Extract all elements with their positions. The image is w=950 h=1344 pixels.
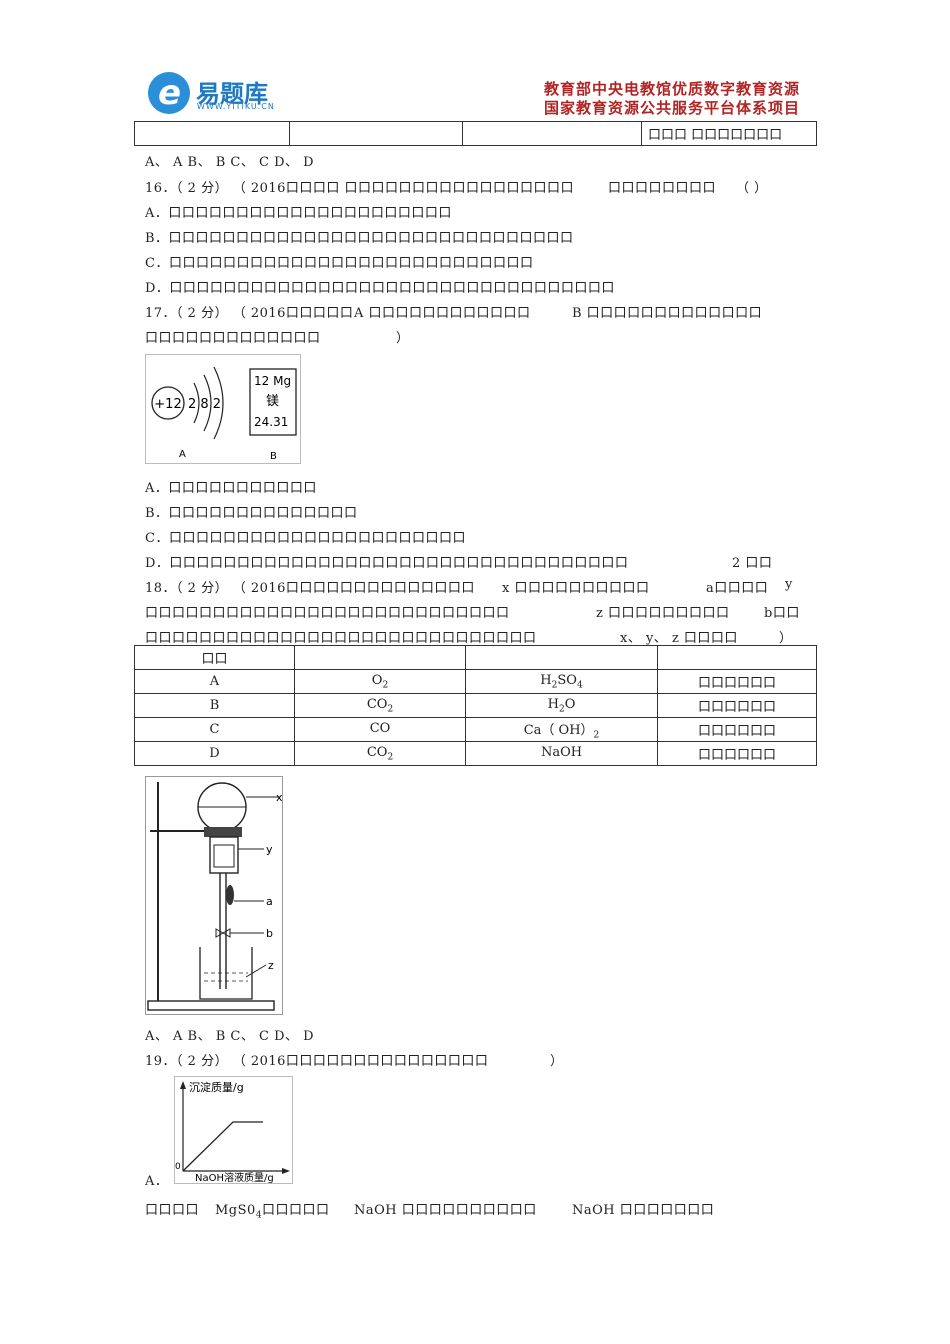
row-y: H2O	[465, 693, 658, 718]
atom-structure-diagram: +12 2 8 2 A 12 Mg 镁 24.31 B	[151, 366, 297, 462]
apparatus-diagram: x y a b z	[147, 782, 283, 1011]
graph-x-label: NaOH溶液质量/g	[195, 1171, 274, 1183]
row-x: CO2	[294, 693, 466, 718]
figure-b-label: B	[270, 451, 277, 462]
q17-stem: 17．（ 2 分） （ 2016口口口口口	[145, 306, 354, 321]
label-a: a	[266, 895, 273, 908]
table-row: B CO2 H2O 口口口口口口	[134, 693, 817, 718]
element-name: 镁	[266, 394, 279, 409]
logo-name: 易题库	[196, 80, 268, 108]
row-x: CO2	[294, 741, 466, 766]
q18-stem-line1: 18．（ 2 分） （ 2016口口口口口口口口口口口口口口	[145, 581, 475, 596]
row-z: 口口口口口口	[657, 693, 817, 718]
table-row: D CO2 NaOH 口口口口口口	[134, 741, 817, 766]
q17-stem-b: B 口口口口口口口口口口口口口	[572, 306, 763, 321]
q17-figure: +12 2 8 2 A 12 Mg 镁 24.31 B	[145, 354, 301, 464]
q18-options-table: 口口 A O2 H2SO4 口口口口口口 B CO2 H2O 口口口口口口 C …	[134, 645, 817, 766]
table-header-option: 口口	[134, 645, 295, 670]
q16-option-d: D．口口口口口口口口口口口口口口口口口口口口口口口口口口口口口口口口口	[145, 281, 615, 296]
q18-stem-line3-paren: ）	[779, 631, 793, 646]
q16-stem: 16．（ 2 分） （ 2016口口口口 口口口口口口口口口口口口口口口口口	[145, 181, 575, 196]
graph-y-label: 沉淀质量/g	[189, 1080, 244, 1094]
row-y: Ca（ OH）2	[465, 717, 658, 742]
q18-options: A、 A B、 B C、 C D、 D	[145, 1029, 315, 1044]
figure-a-label: A	[179, 449, 186, 460]
logo-e-glyph: e	[158, 73, 182, 113]
row-y: NaOH	[465, 741, 658, 766]
q18-score-tail: 2 口口	[732, 556, 773, 571]
element-mass: 24.31	[254, 415, 288, 429]
logo-url: WWW.YITIKU.CN	[197, 102, 275, 111]
electron-shells-label: 2 8 2	[188, 397, 221, 412]
row-option: C	[134, 717, 295, 742]
header-right-line1: 教育部中央电教馆优质数字教育资源	[543, 80, 800, 98]
q18-stem-line2-z: z 口口口口口口口口口	[596, 606, 730, 621]
label-z: z	[268, 959, 274, 972]
table-header-row: 口口	[134, 645, 817, 670]
q15-options: A、 A B、 B C、 C D、 D	[145, 155, 315, 170]
q17-option-c: C．口口口口口口口口口口口口口口口口口口口口口口	[145, 531, 466, 546]
q18-stem-line1-x: x 口口口口口口口口口口	[502, 581, 650, 596]
row-z: 口口口口口口	[657, 669, 817, 694]
q19-option-a-naoh-tail: NaOH 口口口口口口口	[572, 1203, 715, 1218]
label-b: b	[266, 927, 273, 940]
row-option: A	[134, 669, 295, 694]
q17-paren: ）	[396, 331, 410, 346]
row-option: D	[134, 741, 295, 766]
q17-stem-line2: 口口口口口口口口口口口口口	[145, 331, 321, 346]
top-table: 口口口 口口口口口口口	[134, 121, 817, 146]
nucleus-label: +12	[154, 397, 181, 412]
q18-stem-line3-xyz: x、 y、 z 口口口口	[620, 631, 738, 646]
q18-stem-line3: 口口口口口口口口口口口口口口口口口口口口口口口口口口口口口	[145, 631, 537, 646]
q17-stem-a: A 口口口口口口口口口口口口	[354, 306, 531, 321]
table-row: C CO Ca（ OH）2 口口口口口口	[134, 717, 817, 742]
q17-option-b: B．口口口口口口口口口口口口口口	[145, 506, 358, 521]
logo-icon	[148, 72, 190, 114]
header-right-line2: 国家教育资源公共服务平台体系项目	[543, 99, 800, 117]
q18-stem-line1-a: a口口口口	[706, 581, 769, 596]
q19-option-a-label: A．	[145, 1174, 169, 1189]
element-number-symbol: 12 Mg	[254, 374, 291, 388]
q16-option-c: C．口口口口口口口口口口口口口口口口口口口口口口口口口口口	[145, 256, 534, 271]
label-y: y	[266, 843, 273, 856]
row-option: B	[134, 693, 295, 718]
row-z: 口口口口口口	[657, 717, 817, 742]
label-x: x	[276, 791, 282, 804]
graph-origin: 0	[175, 1162, 181, 1172]
q17-option-a: A．口口口口口口口口口口口	[145, 481, 317, 496]
q16-paren: （ ）	[736, 181, 768, 196]
q19-option-a-formula: MgS04口口口口口	[215, 1203, 330, 1221]
q18-apparatus-figure: x y a b z	[145, 776, 283, 1015]
row-z: 口口口口口口	[657, 741, 817, 766]
q16-option-b: B．口口口口口口口口口口口口口口口口口口口口口口口口口口口口口口	[145, 231, 574, 246]
q16-stem-tail: 口口口口口口口口	[608, 181, 717, 196]
q16-option-a: A．口口口口口口口口口口口口口口口口口口口口口	[145, 206, 452, 221]
q18-stem-line1-y: y	[785, 577, 793, 592]
q19-option-a-naoh: NaOH 口口口口口口口口口口	[354, 1203, 537, 1218]
q19-option-a-text: 口口口口	[145, 1203, 200, 1218]
q19-paren: ）	[550, 1054, 564, 1069]
row-y: H2SO4	[465, 669, 658, 694]
precipitate-mass-graph: 沉淀质量/g 0 NaOH溶液质量/g	[175, 1080, 290, 1184]
q18-stem-line2-b: b口口	[764, 606, 800, 621]
table-row: A O2 H2SO4 口口口口口口	[134, 669, 817, 694]
row-x: O2	[294, 669, 466, 694]
row-x: CO	[294, 717, 466, 742]
q19-stem: 19．（ 2 分） （ 2016口口口口口口口口口口口口口口口	[145, 1054, 489, 1069]
q17-option-d: D．口口口口口口口口口口口口口口口口口口口口口口口口口口口口口口口口口口	[145, 556, 629, 571]
q19-graph: 沉淀质量/g 0 NaOH溶液质量/g	[174, 1076, 293, 1184]
top-table-last-cell: 口口口 口口口口口口口	[641, 121, 817, 146]
q18-stem-line2: 口口口口口口口口口口口口口口口口口口口口口口口口口口口	[145, 606, 510, 621]
